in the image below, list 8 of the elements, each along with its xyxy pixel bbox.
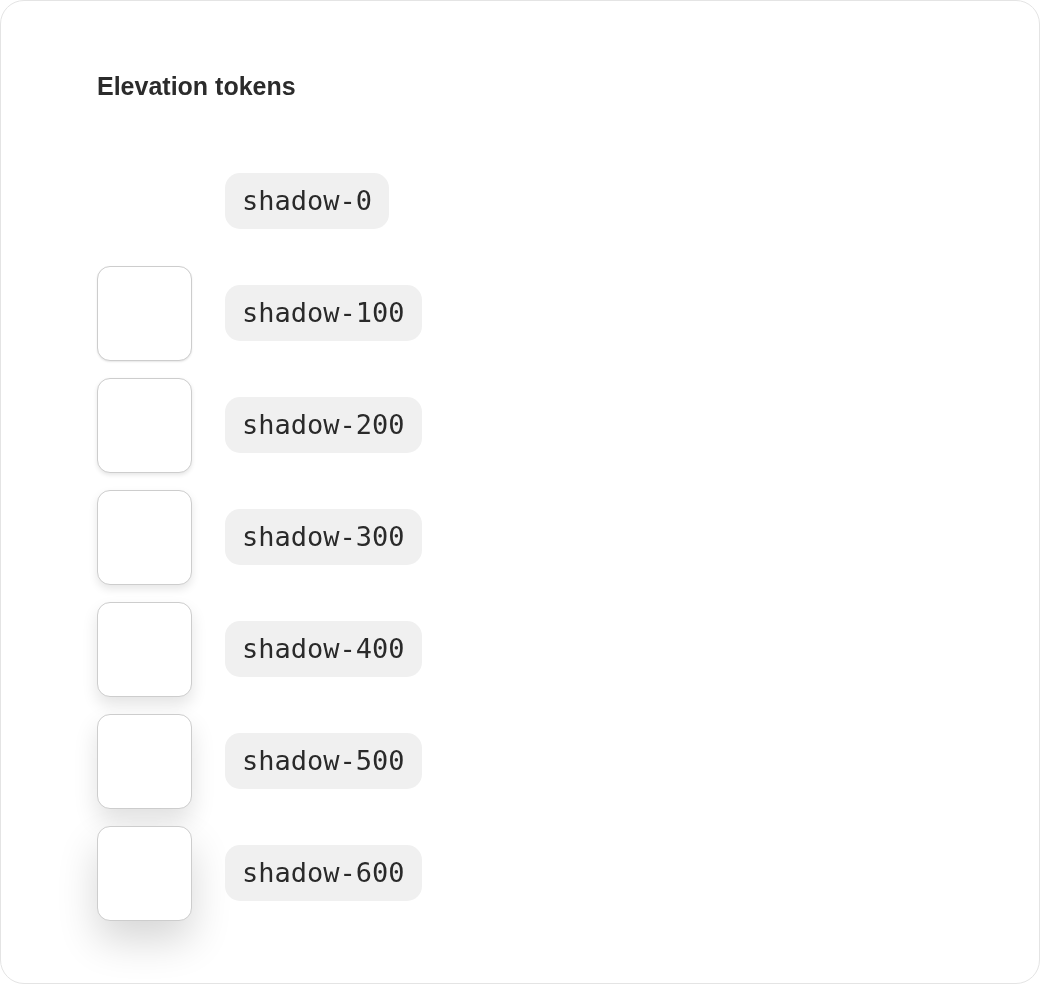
token-tag: shadow-600 — [225, 845, 422, 901]
token-tag: shadow-200 — [225, 397, 422, 453]
title: Elevation tokens — [97, 71, 296, 102]
token-tag: shadow-0 — [225, 173, 390, 229]
token-tag: shadow-300 — [225, 509, 422, 565]
token-tag: shadow-100 — [225, 285, 422, 341]
token-tag: shadow-400 — [225, 621, 422, 677]
token-tag: shadow-500 — [225, 733, 422, 789]
